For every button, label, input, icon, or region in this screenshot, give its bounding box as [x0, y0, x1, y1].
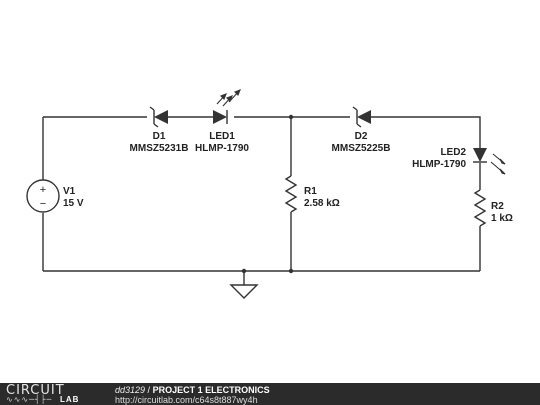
resistor-r2[interactable]: R2 1 kΩ — [473, 189, 513, 227]
wire-top-right — [291, 116, 481, 148]
led2-name: LED2 — [440, 147, 466, 158]
ground-symbol — [229, 284, 259, 299]
junction-top — [288, 114, 294, 120]
led2-light-arrows-icon — [490, 153, 506, 175]
v1-name: V1 — [63, 186, 76, 197]
v1-plus-sign: + — [40, 184, 46, 196]
led-led2[interactable]: LED2 HLMP-1790 — [412, 147, 506, 175]
led1-value: HLMP-1790 — [195, 143, 249, 154]
project-title: PROJECT 1 ELECTRONICS — [152, 385, 270, 395]
project-author[interactable]: dd3129 — [115, 385, 146, 395]
v1-minus-sign: − — [40, 198, 46, 210]
r1-value: 2.58 kΩ — [304, 198, 340, 209]
breadcrumb-separator: / — [145, 385, 153, 395]
project-info: dd3129 / PROJECT 1 ELECTRONICS http://ci… — [115, 385, 270, 405]
d1-name: D1 — [153, 131, 166, 142]
wires — [42, 114, 481, 285]
zener-diode-d1[interactable]: D1 MMSZ5231B — [130, 106, 189, 154]
resistor-r1[interactable]: R1 2.58 kΩ — [284, 175, 340, 213]
project-url[interactable]: http://circuitlab.com/c64s8t887wy4h — [115, 395, 258, 405]
led2-value: HLMP-1790 — [412, 159, 466, 170]
d1-value: MMSZ5231B — [130, 143, 189, 154]
led1-light-arrows-icon — [216, 89, 241, 107]
junction-bottom-r1 — [288, 268, 294, 274]
junction-ground — [241, 268, 247, 274]
logo-text-lab: LAB — [60, 395, 80, 404]
circuit-schematic: + − V1 15 V D1 MMSZ5231B LED1 HLMP-1790 … — [26, 89, 513, 299]
v1-value: 15 V — [63, 198, 84, 209]
r2-name: R2 — [491, 201, 504, 212]
footer-bar: CIRCUIT ∿∿∿─┤├─ LAB dd3129 / PROJECT 1 E… — [0, 383, 540, 405]
logo-resistor-glyph: ∿∿∿─┤├─ — [6, 395, 53, 404]
d2-value: MMSZ5225B — [332, 143, 391, 154]
r2-value: 1 kΩ — [491, 213, 513, 224]
led-led1[interactable]: LED1 HLMP-1790 — [195, 89, 249, 154]
voltage-source-v1[interactable]: + − V1 15 V — [26, 179, 84, 213]
logo-text-circuit: CIRCUIT — [6, 383, 65, 398]
zener-diode-d2[interactable]: D2 MMSZ5225B — [332, 106, 391, 154]
d2-name: D2 — [355, 131, 368, 142]
r1-name: R1 — [304, 186, 317, 197]
led1-name: LED1 — [209, 131, 235, 142]
circuitlab-logo[interactable]: CIRCUIT ∿∿∿─┤├─ LAB — [6, 384, 106, 404]
